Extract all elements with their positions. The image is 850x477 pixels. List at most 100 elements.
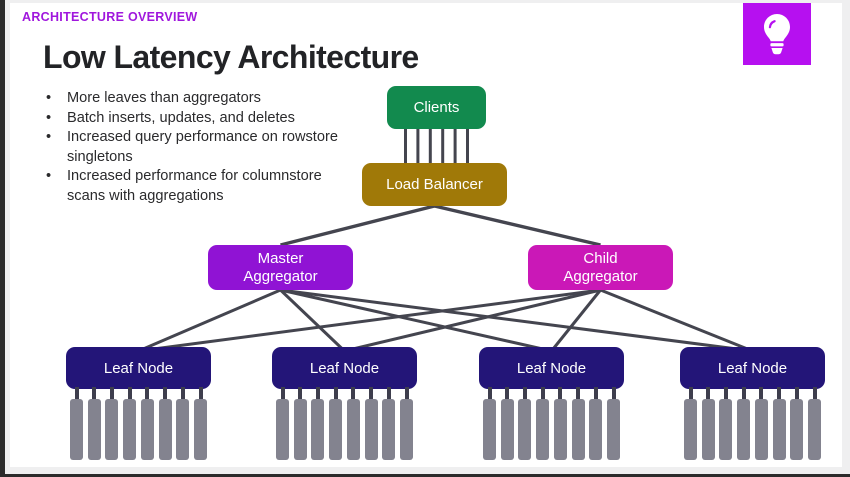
disk-stem bbox=[127, 387, 132, 399]
list-item: • Increased query performance on rowstor… bbox=[40, 128, 340, 167]
disk-stem bbox=[145, 387, 150, 399]
node-label: Load Balancer bbox=[386, 176, 483, 193]
disk-stem bbox=[593, 387, 598, 399]
page-title: Low Latency Architecture bbox=[43, 39, 419, 75]
disk-cylinder bbox=[790, 399, 804, 460]
node-master-aggregator[interactable]: Master Aggregator bbox=[208, 245, 353, 290]
bullet-marker: • bbox=[46, 168, 52, 185]
disk-stem bbox=[688, 387, 693, 399]
disk-stem bbox=[315, 387, 320, 399]
disk-stem bbox=[741, 387, 746, 399]
connector-line bbox=[550, 289, 602, 352]
disk-stem bbox=[812, 387, 817, 399]
connector-line bbox=[137, 288, 282, 353]
disk-stem bbox=[386, 387, 391, 399]
connector-line bbox=[280, 288, 753, 353]
disk-stem bbox=[706, 387, 711, 399]
disk-cylinder bbox=[772, 399, 786, 460]
disk-cylinder bbox=[158, 399, 172, 460]
disk-cylinder bbox=[684, 399, 697, 460]
disk-cylinder bbox=[754, 399, 768, 460]
disk-array[interactable] bbox=[479, 387, 624, 463]
disk-stem bbox=[487, 387, 492, 399]
disk-cylinder bbox=[719, 399, 733, 460]
list-item: • Increased performance for columnstore … bbox=[40, 167, 340, 206]
disk-stem bbox=[92, 387, 97, 399]
node-child-aggregator[interactable]: Child Aggregator bbox=[528, 245, 673, 290]
disk-stem bbox=[404, 387, 409, 399]
disk-stem bbox=[723, 387, 728, 399]
disk-cylinder bbox=[176, 399, 190, 460]
disk-stem bbox=[163, 387, 168, 399]
disk-cylinder bbox=[329, 399, 343, 460]
disk-cylinder bbox=[346, 399, 360, 460]
list-item-text: Increased performance for columnstore sc… bbox=[67, 168, 322, 204]
disk-cylinder bbox=[311, 399, 325, 460]
bullet-marker: • bbox=[46, 109, 52, 126]
connector-line bbox=[599, 288, 754, 353]
node-leaf-node-3[interactable]: Leaf Node bbox=[479, 347, 624, 389]
disk-stem bbox=[505, 387, 510, 399]
node-clients[interactable]: Clients bbox=[387, 86, 486, 129]
disk-array[interactable] bbox=[680, 387, 825, 463]
disk-stem bbox=[611, 387, 616, 399]
list-item-text: Increased query performance on rowstore … bbox=[67, 129, 338, 165]
node-label: Leaf Node bbox=[309, 359, 380, 377]
node-label: Clients bbox=[413, 99, 460, 116]
disk-stem bbox=[198, 387, 203, 399]
node-leaf-node-2[interactable]: Leaf Node bbox=[272, 347, 417, 389]
disk-cylinder bbox=[276, 399, 289, 460]
node-label: Leaf Node bbox=[516, 359, 587, 377]
node-load-balancer[interactable]: Load Balancer bbox=[362, 163, 507, 206]
list-item-text: More leaves than aggregators bbox=[67, 90, 261, 106]
disk-stem bbox=[522, 387, 527, 399]
bullet-marker: • bbox=[46, 129, 52, 146]
disk-stem bbox=[558, 387, 563, 399]
disk-cylinder bbox=[536, 399, 550, 460]
disk-cylinder bbox=[701, 399, 715, 460]
disk-cylinder bbox=[518, 399, 532, 460]
list-item: • Batch inserts, updates, and deletes bbox=[40, 109, 340, 129]
lightbulb-badge bbox=[743, 3, 811, 65]
disk-stem bbox=[351, 387, 356, 399]
disk-stem bbox=[109, 387, 114, 399]
disk-cylinder bbox=[808, 399, 821, 460]
connector-line bbox=[280, 204, 435, 247]
disk-stem bbox=[576, 387, 581, 399]
disk-cylinder bbox=[194, 399, 207, 460]
disk-cylinder bbox=[589, 399, 603, 460]
disk-cylinder bbox=[382, 399, 396, 460]
section-eyebrow-label: ARCHITECTURE OVERVIEW bbox=[22, 10, 198, 24]
node-leaf-node-4[interactable]: Leaf Node bbox=[680, 347, 825, 389]
disk-stem bbox=[759, 387, 764, 399]
disk-cylinder bbox=[400, 399, 413, 460]
bullet-marker: • bbox=[46, 90, 52, 106]
disk-stem bbox=[777, 387, 782, 399]
disk-cylinder bbox=[571, 399, 585, 460]
disk-cylinder bbox=[364, 399, 378, 460]
disk-cylinder bbox=[140, 399, 154, 460]
node-label: Leaf Node bbox=[103, 359, 174, 377]
disk-cylinder bbox=[105, 399, 119, 460]
connector-line bbox=[280, 288, 552, 353]
node-label: Child Aggregator bbox=[563, 249, 638, 285]
connector-line bbox=[434, 204, 601, 247]
disk-stem bbox=[298, 387, 303, 399]
node-label: Leaf Node bbox=[717, 359, 788, 377]
disk-stem bbox=[280, 387, 285, 399]
disk-stem bbox=[333, 387, 338, 399]
node-leaf-node-1[interactable]: Leaf Node bbox=[66, 347, 211, 389]
disk-cylinder bbox=[293, 399, 307, 460]
disk-cylinder bbox=[607, 399, 620, 460]
disk-cylinder bbox=[553, 399, 567, 460]
disk-array[interactable] bbox=[272, 387, 417, 463]
connector-line bbox=[344, 288, 601, 353]
list-item: • More leaves than aggregators bbox=[40, 89, 340, 109]
bullet-list: • More leaves than aggregators • Batch i… bbox=[40, 89, 340, 207]
connector-line bbox=[279, 288, 346, 353]
disk-array[interactable] bbox=[66, 387, 211, 463]
disk-stem bbox=[794, 387, 799, 399]
disk-cylinder bbox=[483, 399, 496, 460]
disk-stem bbox=[540, 387, 545, 399]
connector-line bbox=[138, 288, 601, 353]
